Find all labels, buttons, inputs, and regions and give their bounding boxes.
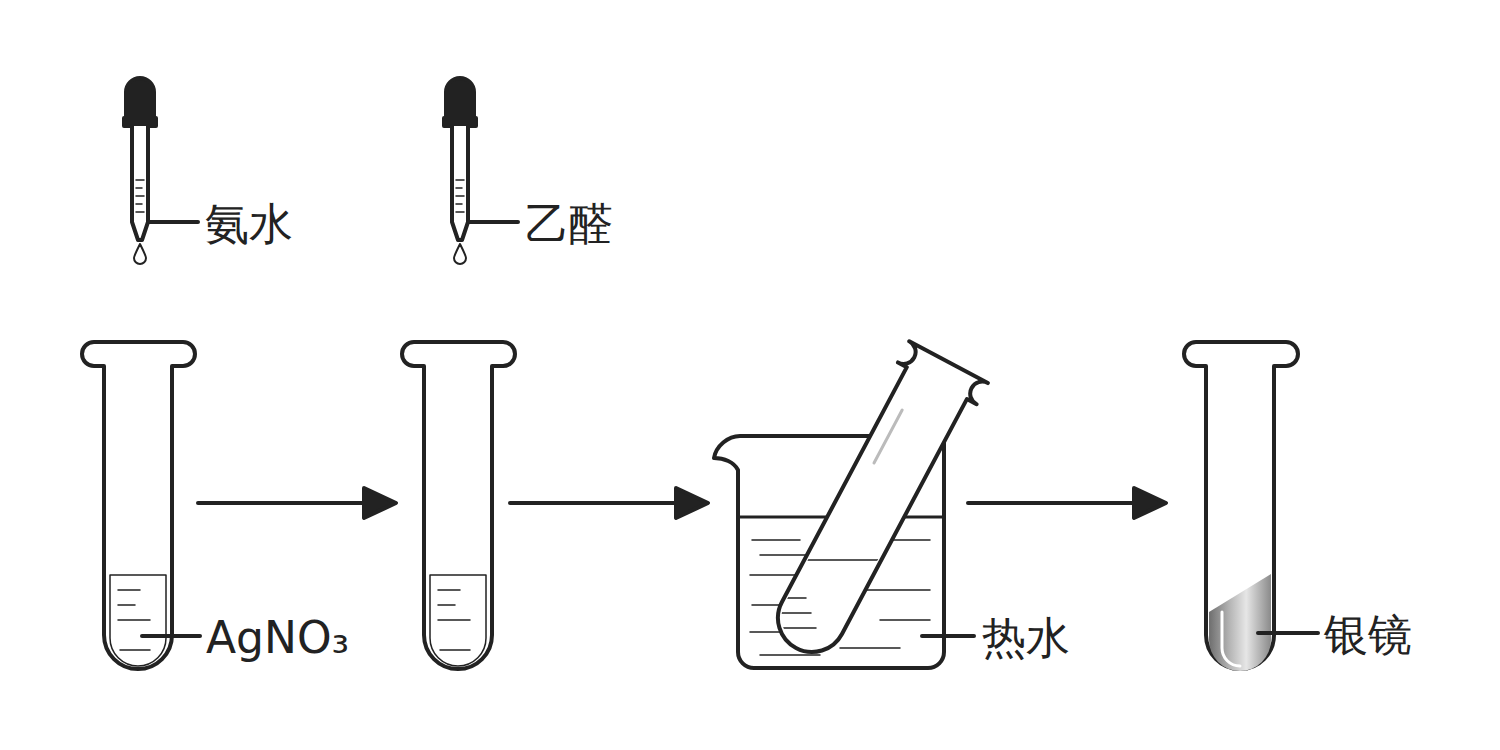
text-label: 热水 [982, 616, 1070, 660]
text-label: AgNO₃ [206, 616, 349, 660]
test-tube [402, 342, 515, 669]
text-label: 银镜 [1324, 613, 1412, 657]
test-tube [82, 342, 200, 669]
process-arrow [968, 488, 1166, 518]
text-label: 氨水 [205, 202, 293, 246]
process-arrow [510, 488, 708, 518]
dropper [444, 78, 838, 264]
process-arrow [198, 488, 396, 518]
dropper [124, 78, 198, 264]
test-tube [513, 260, 1150, 750]
test-tube [1184, 342, 1318, 690]
text-label: 乙醛 [525, 202, 613, 246]
